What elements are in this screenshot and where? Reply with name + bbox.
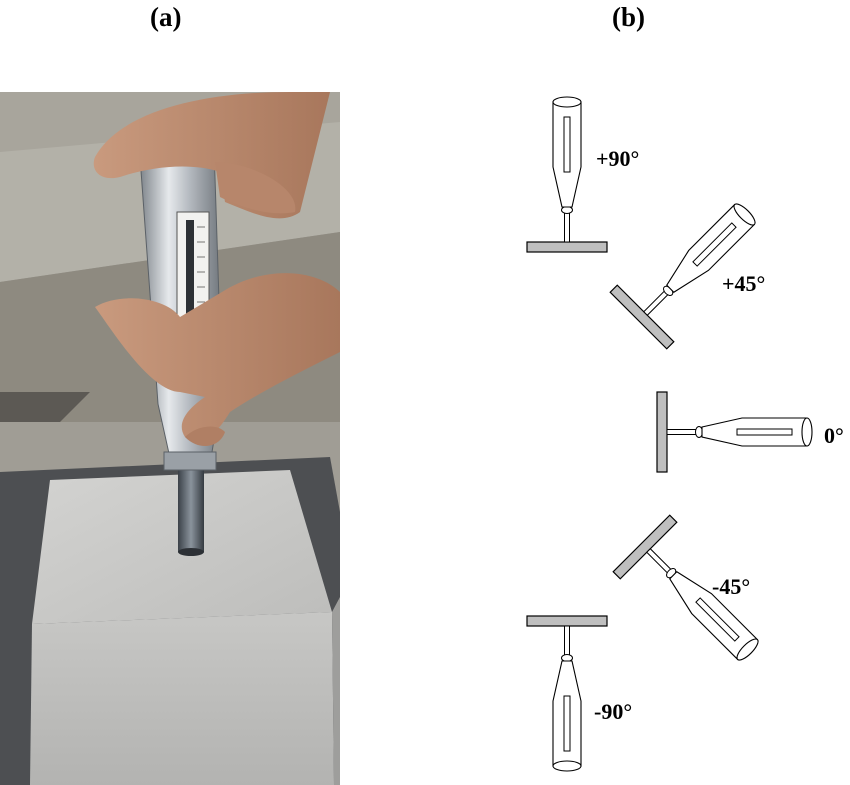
angle-label-plus-90: +90° — [596, 146, 640, 171]
hammer-minus-45 — [612, 514, 780, 682]
hammer-0 — [656, 391, 813, 473]
angle-label-minus-45: -45° — [712, 574, 751, 599]
hammer-minus-90 — [526, 615, 608, 772]
panel-b-label: (b) — [612, 2, 645, 32]
rebound-hammer-photo — [0, 92, 340, 785]
impact-angle-diagram — [526, 96, 813, 772]
angle-label-minus-90: -90° — [594, 699, 633, 724]
hammer-plus-45 — [609, 182, 777, 350]
angle-label-plus-45: +45° — [722, 271, 766, 296]
angle-label-0: 0° — [824, 423, 844, 448]
panel-a-label: (a) — [150, 2, 182, 32]
hammer-plus-90 — [526, 96, 608, 253]
